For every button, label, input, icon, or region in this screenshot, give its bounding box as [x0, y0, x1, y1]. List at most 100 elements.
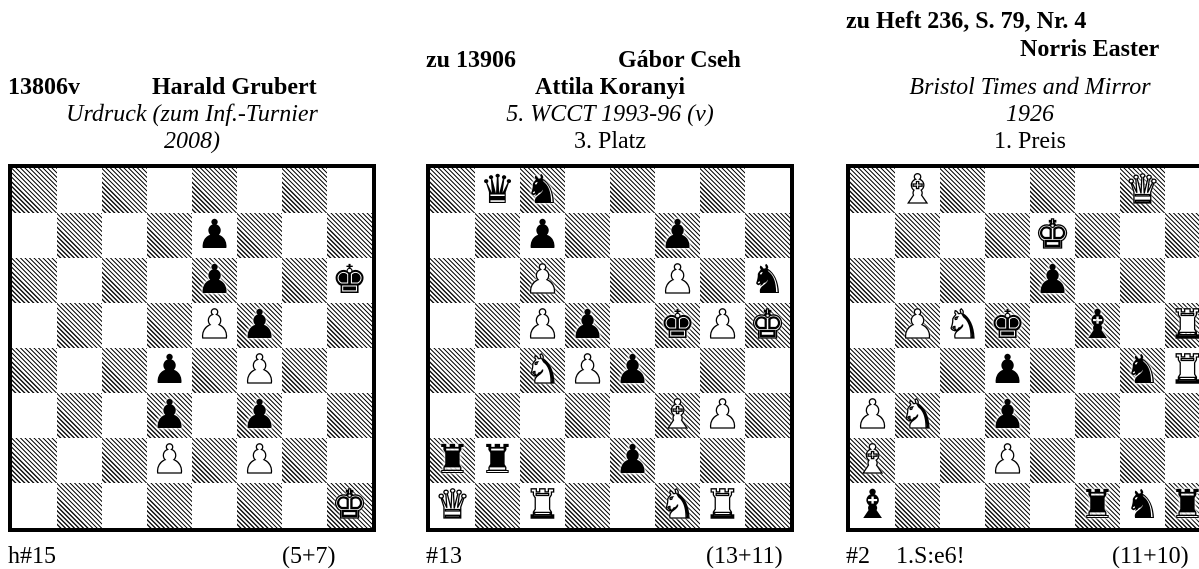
black-bishop-icon: ♝: [855, 483, 891, 528]
piece-count: (11+10): [1112, 543, 1189, 569]
square-b3: [57, 393, 102, 438]
source-year: 1926: [846, 101, 1199, 127]
square-a6: [12, 258, 57, 303]
square-a7: [850, 213, 895, 258]
square-e1: [610, 483, 655, 528]
square-f4: [655, 348, 700, 393]
square-e7: ♟: [192, 213, 237, 258]
square-e2: ♟: [610, 438, 655, 483]
square-a3: [12, 393, 57, 438]
square-a7: [430, 213, 475, 258]
square-e2: [1030, 438, 1075, 483]
square-c5: ♞: [940, 303, 985, 348]
square-c1: ♜: [520, 483, 565, 528]
square-f3: ♝: [655, 393, 700, 438]
square-g6: [1120, 258, 1165, 303]
black-knight-icon: ♞: [1125, 348, 1161, 393]
square-c8: [102, 168, 147, 213]
square-c6: [940, 258, 985, 303]
square-f5: ♝: [1075, 303, 1120, 348]
square-e6: ♟: [1030, 258, 1075, 303]
square-b8: ♛: [475, 168, 520, 213]
author-name: Gábor Cseh: [618, 47, 741, 73]
problem-number: zu Heft 236, S. 79, Nr. 4: [846, 8, 1086, 34]
square-h8: [327, 168, 372, 213]
source-line: 5. WCCT 1993-96 (v): [426, 101, 794, 127]
square-g3: [282, 393, 327, 438]
square-g8: [282, 168, 327, 213]
square-b6: [57, 258, 102, 303]
square-d2: [565, 438, 610, 483]
square-h2: [745, 438, 790, 483]
square-h6: ♚: [327, 258, 372, 303]
square-e1: [192, 483, 237, 528]
square-g4: [282, 348, 327, 393]
square-g5: [1120, 303, 1165, 348]
square-a6: [850, 258, 895, 303]
square-c6: ♟: [520, 258, 565, 303]
square-g2: [1120, 438, 1165, 483]
square-f5: ♚: [655, 303, 700, 348]
square-g6: [282, 258, 327, 303]
square-d1: [565, 483, 610, 528]
black-pawn-icon: ♟: [990, 393, 1026, 438]
square-g2: [282, 438, 327, 483]
square-d6: [985, 258, 1030, 303]
square-a4: [12, 348, 57, 393]
square-a1: [12, 483, 57, 528]
square-f7: ♟: [655, 213, 700, 258]
square-h1: ♚: [327, 483, 372, 528]
white-knight-icon: ♞: [900, 393, 936, 438]
black-pawn-icon: ♟: [615, 348, 651, 393]
square-d4: ♟: [147, 348, 192, 393]
black-king-icon: ♚: [332, 258, 368, 303]
square-g8: ♛: [1120, 168, 1165, 213]
square-b5: ♟: [895, 303, 940, 348]
black-pawn-icon: ♟: [242, 303, 278, 348]
co-author-name: Attila Koranyi: [426, 74, 794, 100]
square-d3: [565, 393, 610, 438]
square-e8: [1030, 168, 1075, 213]
square-c1: [940, 483, 985, 528]
square-d6: [147, 258, 192, 303]
square-g4: [700, 348, 745, 393]
square-f7: [1075, 213, 1120, 258]
square-f2: ♟: [237, 438, 282, 483]
square-d5: [147, 303, 192, 348]
square-a6: [430, 258, 475, 303]
square-g5: ♟: [700, 303, 745, 348]
square-d2: ♟: [985, 438, 1030, 483]
white-pawn-icon: ♟: [525, 258, 561, 303]
square-h3: [327, 393, 372, 438]
square-e4: [1030, 348, 1075, 393]
square-d1: [985, 483, 1030, 528]
white-king-icon: ♚: [750, 303, 786, 348]
black-pawn-icon: ♟: [615, 438, 651, 483]
square-d4: ♟: [565, 348, 610, 393]
square-f3: [1075, 393, 1120, 438]
square-g7: [1120, 213, 1165, 258]
square-e8: [192, 168, 237, 213]
square-h7: [1165, 213, 1199, 258]
award-line: 3. Platz: [426, 128, 794, 154]
source-year: 2008): [8, 128, 376, 154]
square-c3: [102, 393, 147, 438]
square-e4: ♟: [610, 348, 655, 393]
square-a5: [430, 303, 475, 348]
black-rook-icon: ♜: [435, 438, 471, 483]
square-f6: ♟: [655, 258, 700, 303]
square-c3: [940, 393, 985, 438]
square-b4: [475, 348, 520, 393]
square-e2: [192, 438, 237, 483]
square-f1: ♜: [1075, 483, 1120, 528]
white-king-icon: ♚: [1035, 213, 1071, 258]
square-e4: [192, 348, 237, 393]
white-rook-icon: ♜: [1170, 348, 1199, 393]
square-e3: [1030, 393, 1075, 438]
white-bishop-icon: ♝: [900, 168, 936, 213]
square-d3: ♟: [985, 393, 1030, 438]
stipulation: #2: [846, 543, 870, 569]
white-pawn-icon: ♟: [990, 438, 1026, 483]
white-rook-icon: ♜: [705, 483, 741, 528]
square-f2: [655, 438, 700, 483]
